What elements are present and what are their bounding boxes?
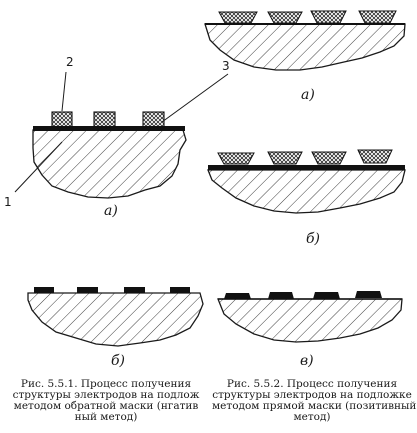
left-subfigure-a xyxy=(14,71,229,199)
deposited-film-layer xyxy=(208,165,405,170)
mask-trapezoid xyxy=(218,11,258,24)
caption-line: структуры электродов на подлож xyxy=(12,389,200,401)
caption-line: Рис. 5.5.2. Процесс получения xyxy=(226,378,398,390)
mask-island xyxy=(93,111,116,128)
left-subfigure-b xyxy=(27,287,204,347)
right-subfigure-b xyxy=(207,149,406,214)
caption-line: Рис. 5.5.1. Процесс получения xyxy=(20,378,192,390)
substrate-body xyxy=(32,129,187,199)
mask-trapezoid xyxy=(357,149,393,164)
right-subfigure-c xyxy=(217,291,403,343)
caption-line: ный метод) xyxy=(74,411,138,423)
callout-number-1: 1 xyxy=(4,195,12,209)
electrode xyxy=(170,287,190,293)
caption-line: структуры электродов на подложке xyxy=(212,389,412,401)
right-figure-caption: Рис. 5.5.2. Процесс получения структуры … xyxy=(212,378,417,423)
callout-number-3: 3 xyxy=(222,59,230,73)
left-figure-caption: Рис. 5.5.1. Процесс получения структуры … xyxy=(8,379,204,423)
callout-leader-2 xyxy=(61,71,67,112)
electrode xyxy=(124,287,145,293)
substrate-body xyxy=(207,169,406,214)
electrode xyxy=(224,293,251,299)
mask-trapezoid xyxy=(267,151,303,165)
mask-trapezoid xyxy=(267,11,303,24)
mask-island xyxy=(51,111,73,128)
mask-trapezoid xyxy=(310,10,347,24)
electrode xyxy=(34,287,54,293)
mask-island xyxy=(142,111,165,128)
right-subfigure-b-label: б) xyxy=(306,231,321,247)
mask-trapezoid xyxy=(311,151,347,165)
caption-line: метод) xyxy=(293,411,331,423)
electrode xyxy=(355,291,382,298)
left-subfigure-b-label: б) xyxy=(111,353,126,369)
callout-leader-3 xyxy=(161,73,229,123)
substrate-body xyxy=(217,298,403,343)
caption-line: методом обратной маски (нгатив xyxy=(13,400,199,412)
electrode xyxy=(77,287,98,293)
caption-line: методом прямой маски (позитивный xyxy=(212,400,417,412)
electrode xyxy=(268,292,294,299)
right-subfigure-a-label: а) xyxy=(301,87,315,103)
left-subfigure-a-label: а) xyxy=(104,203,118,219)
mask-trapezoid xyxy=(217,152,255,165)
electrode-film-layer xyxy=(33,126,185,131)
callout-number-2: 2 xyxy=(66,55,74,69)
callout-leader-1 xyxy=(14,141,63,193)
substrate-body xyxy=(204,23,406,71)
electrode xyxy=(313,292,340,299)
right-subfigure-c-label: в) xyxy=(300,353,314,369)
right-subfigure-a xyxy=(204,10,406,71)
mask-trapezoid xyxy=(358,10,397,24)
substrate-body xyxy=(27,292,204,347)
